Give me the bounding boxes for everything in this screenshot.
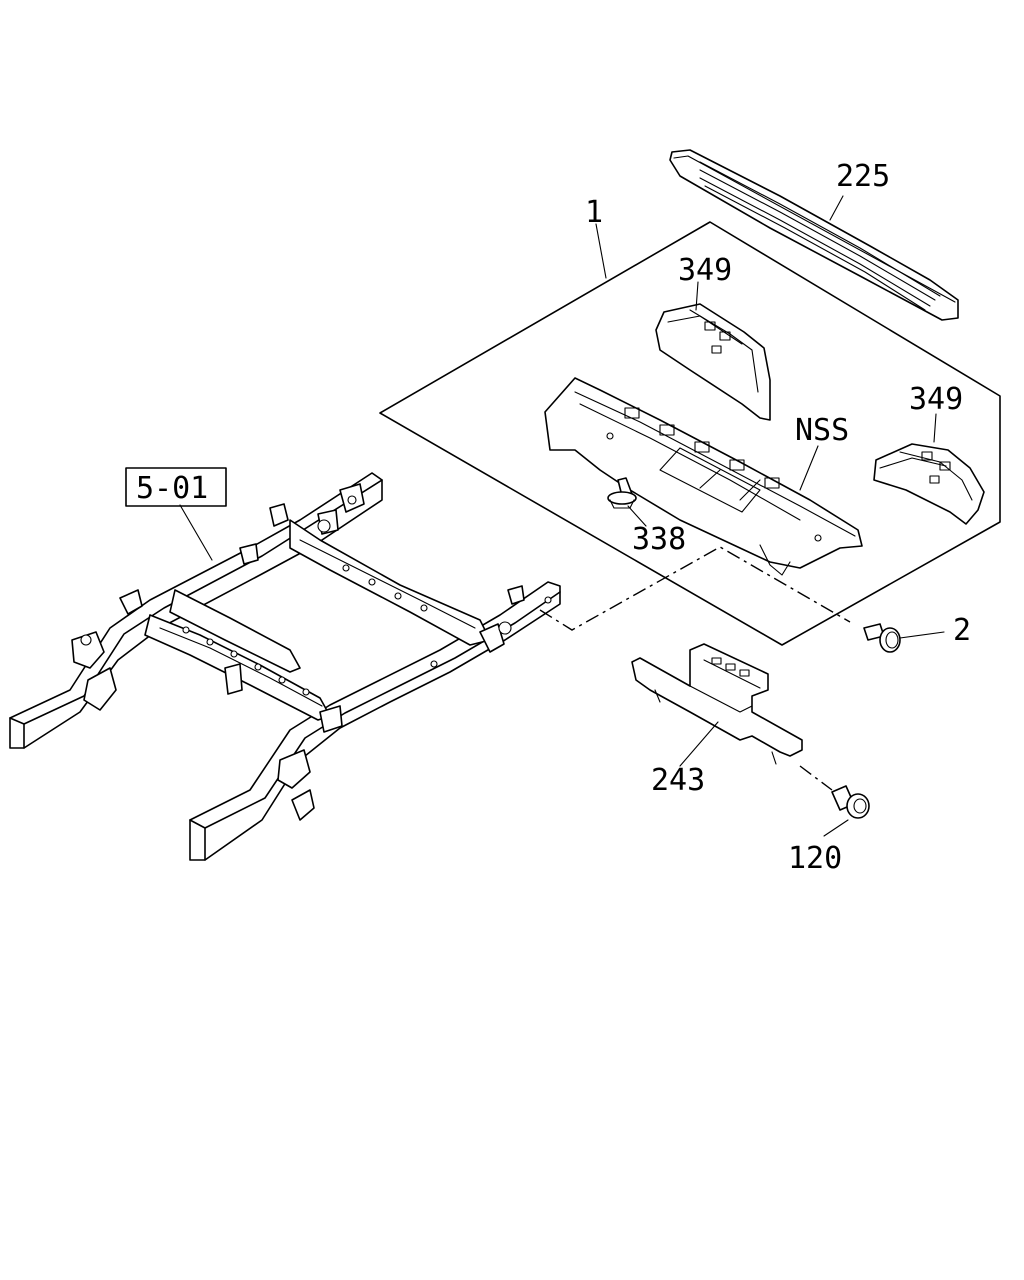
bolt-120-centerline bbox=[799, 765, 833, 791]
assembly-outline bbox=[379, 221, 1001, 646]
chassis-frame bbox=[9, 472, 561, 861]
callout-5-01: 5-01 bbox=[136, 471, 208, 506]
callout-225: 225 bbox=[836, 159, 890, 194]
callout-1: 1 bbox=[585, 195, 603, 230]
frame-ref-box bbox=[125, 467, 227, 507]
mount-centerline bbox=[539, 546, 851, 631]
callout-349-left: 349 bbox=[678, 253, 732, 288]
callout-120: 120 bbox=[788, 841, 842, 876]
bracket-left-part bbox=[655, 303, 771, 421]
crossmember-part bbox=[544, 377, 863, 576]
leader-lines bbox=[179, 195, 945, 837]
bracket-right-part bbox=[873, 443, 985, 525]
clip-part bbox=[607, 477, 637, 509]
bolt-large-part bbox=[831, 785, 870, 819]
callout-338: 338 bbox=[632, 522, 686, 557]
callout-243: 243 bbox=[651, 763, 705, 798]
bolt-small-part bbox=[863, 623, 901, 653]
callout-nss: NSS bbox=[795, 413, 849, 448]
callout-2: 2 bbox=[953, 613, 971, 648]
plate-part bbox=[631, 643, 803, 765]
callout-349-right: 349 bbox=[909, 382, 963, 417]
grille-part bbox=[669, 149, 959, 321]
